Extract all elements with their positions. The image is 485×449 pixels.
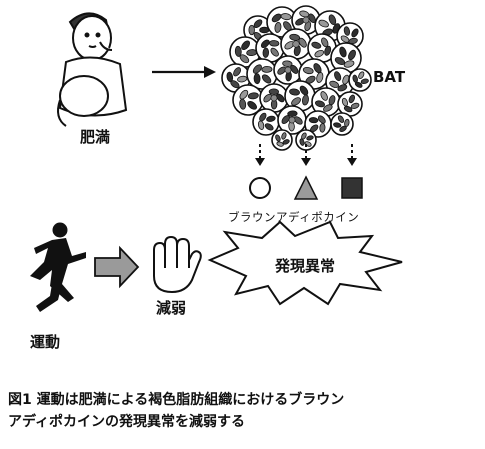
fat-cells-icon (221, 5, 372, 151)
caption-line-2: アディポカインの発現異常を減弱する (8, 414, 246, 430)
fat-cell (298, 58, 330, 90)
square-icon (341, 177, 363, 199)
fat-cell (337, 91, 363, 117)
block-arrow-icon (94, 245, 140, 289)
fat-cell (232, 84, 264, 116)
label-exercise: 運動 (30, 333, 61, 351)
fat-cell (255, 33, 285, 63)
fat-cell (271, 129, 293, 151)
fat-cell (221, 63, 251, 93)
obese-person-icon (57, 12, 128, 127)
runner-icon (30, 222, 86, 312)
arrow-to-bat (152, 66, 216, 78)
down-arrow-1 (255, 144, 265, 166)
caption-line-1: 図1 運動は肥満による褐色脂肪組織におけるブラウン (8, 392, 345, 408)
down-arrow-3 (347, 144, 357, 166)
label-bat: BAT (373, 68, 406, 86)
fat-cell (304, 110, 332, 138)
fat-cell (330, 42, 362, 74)
label-dysregulation: 発現異常 (275, 257, 336, 275)
fat-cell (277, 105, 307, 135)
fat-cell (280, 28, 312, 60)
hand-stop-icon (153, 236, 202, 293)
triangle-icon (293, 175, 319, 200)
fat-cell (246, 58, 278, 90)
down-arrow-2 (301, 144, 311, 166)
fat-cell (284, 80, 316, 112)
fat-cell (307, 33, 337, 63)
label-attenuation: 減弱 (156, 299, 187, 317)
fat-cell (252, 108, 280, 136)
fat-cell (330, 112, 354, 136)
fat-cell (273, 55, 303, 85)
label-batokines: ブラウンアディポカイン (228, 210, 360, 224)
fat-cell (291, 5, 321, 35)
explosion-icon (207, 220, 403, 306)
fat-cell (348, 68, 372, 92)
label-obesity: 肥満 (80, 128, 111, 146)
circle-icon (249, 177, 271, 199)
figure-caption: 図1 運動は肥満による褐色脂肪組織におけるブラウン アディポカインの発現異常を減… (8, 389, 478, 433)
